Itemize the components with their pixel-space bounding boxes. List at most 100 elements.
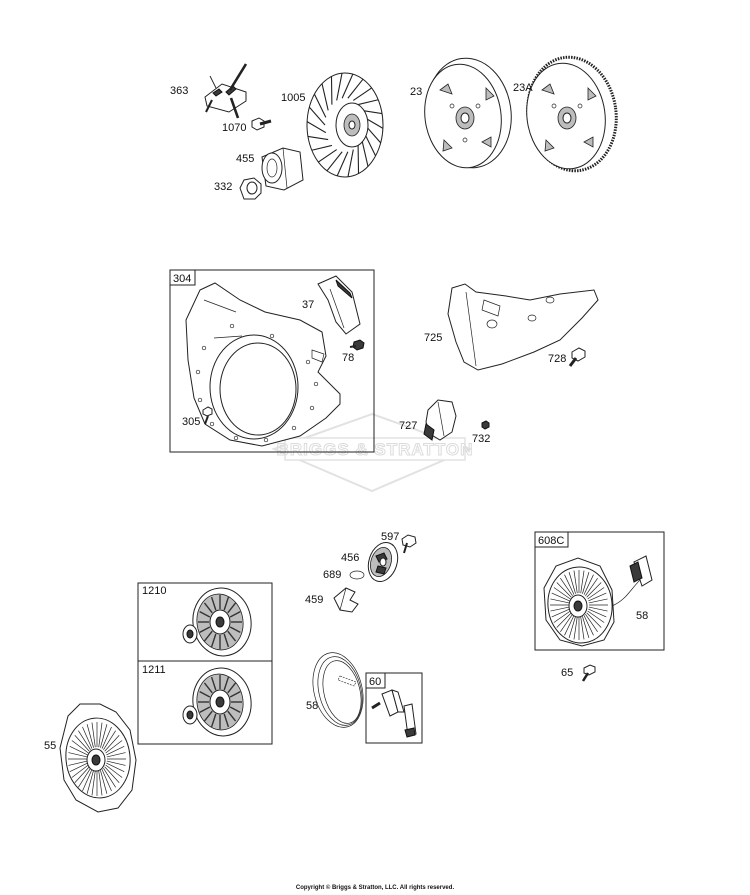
baffle-plate-37-icon	[317, 275, 361, 335]
starter-rope-icon	[312, 652, 364, 728]
pulley-1211-icon	[182, 667, 252, 737]
detail-line	[582, 572, 590, 594]
detail-line	[91, 722, 96, 748]
bolt-728-icon	[568, 347, 586, 367]
detail-line	[573, 616, 578, 640]
box-608c-tab	[534, 531, 569, 548]
detail-line	[106, 760, 126, 766]
detail-line	[105, 764, 123, 778]
detail-line	[307, 135, 329, 141]
detail-line	[203, 682, 213, 694]
detail-line	[203, 630, 213, 642]
pawl-plate-456-icon	[367, 541, 399, 583]
detail-line	[210, 676, 217, 691]
detail-line	[86, 724, 94, 748]
detail-line	[71, 764, 89, 778]
detail-line	[223, 633, 230, 648]
copyright-footer: Copyright © Briggs & Stratton, LLC. All …	[295, 885, 455, 891]
box-304-tab	[169, 269, 196, 286]
detail-line	[98, 770, 103, 796]
callout-60: 60	[369, 676, 381, 688]
detail-line	[74, 734, 90, 752]
detail-line	[587, 587, 605, 600]
callout-332: 332	[214, 181, 232, 193]
bolt-hole	[195, 369, 201, 375]
detail-line	[91, 770, 96, 796]
detail-line	[104, 734, 120, 752]
detail-line	[106, 762, 125, 772]
callout-456: 456	[341, 552, 359, 564]
bolt-hole	[209, 421, 215, 427]
screw-78-icon	[349, 339, 365, 351]
detail-line	[100, 724, 108, 748]
detail-line	[568, 616, 576, 638]
callout-728: 728	[548, 353, 566, 365]
rewind-starter-icon	[543, 555, 653, 647]
detail-line	[586, 612, 602, 628]
callout-78: 78	[342, 352, 354, 364]
callout-1211: 1211	[142, 664, 166, 676]
detail-line	[68, 760, 88, 766]
starter-handle-icon	[371, 689, 417, 738]
detail-line	[573, 570, 578, 594]
detail-line	[223, 676, 230, 691]
bracket-363-icon	[204, 63, 248, 119]
detail-line	[98, 722, 103, 748]
callout-55: 55	[44, 740, 56, 752]
screw-597-icon	[401, 534, 417, 554]
bolt-hole	[291, 425, 297, 431]
callout-597: 597	[381, 531, 399, 543]
pawl-459-icon	[333, 587, 359, 613]
detail-line	[210, 713, 217, 728]
detail-line	[588, 592, 607, 602]
detail-line	[321, 83, 329, 111]
detail-line	[227, 682, 237, 694]
detail-line	[203, 710, 213, 722]
detail-line	[106, 746, 125, 756]
detail-line	[69, 746, 88, 756]
detail-line	[568, 572, 576, 594]
detail-line	[560, 613, 573, 633]
detail-line	[223, 713, 230, 728]
detail-line	[68, 752, 88, 758]
detail-line	[210, 596, 217, 611]
detail-line	[227, 710, 237, 722]
callout-1210: 1210	[142, 585, 166, 597]
detail-line	[352, 87, 372, 101]
detail-line	[103, 768, 116, 788]
bolt-hole	[309, 405, 315, 411]
callout-363: 363	[170, 85, 188, 97]
bolt-hole	[269, 333, 275, 339]
detail-line	[199, 691, 211, 698]
detail-line	[101, 726, 112, 749]
starter-cup-455-icon	[261, 147, 304, 191]
detail-line	[588, 598, 608, 604]
callout-304: 304	[173, 273, 191, 285]
callout-455: 455	[236, 153, 254, 165]
flywheel-23-icon	[424, 57, 512, 169]
callout-58-rope: 58	[306, 700, 318, 712]
detail-line	[106, 752, 126, 758]
detail-line	[229, 626, 241, 633]
screw-732-icon	[481, 420, 490, 430]
callout-727: 727	[399, 420, 417, 432]
detail-line	[308, 106, 326, 126]
detail-line	[78, 768, 91, 788]
detail-line	[341, 73, 354, 99]
detail-line	[229, 706, 241, 713]
detail-line	[210, 633, 217, 648]
detail-line	[585, 613, 598, 633]
detail-line	[71, 740, 89, 754]
bolt-hole	[201, 345, 207, 351]
detail-line	[357, 99, 379, 106]
detail-line	[69, 762, 88, 772]
detail-line	[103, 730, 116, 750]
callout-732: 732	[472, 433, 490, 445]
detail-line	[582, 616, 590, 638]
detail-line	[313, 93, 327, 118]
watermark-text: BRIGGS & STRATTON	[277, 440, 474, 459]
detail-line	[347, 149, 354, 177]
detail-line	[550, 598, 570, 604]
callout-459: 459	[305, 594, 323, 606]
detail-line	[586, 582, 602, 598]
